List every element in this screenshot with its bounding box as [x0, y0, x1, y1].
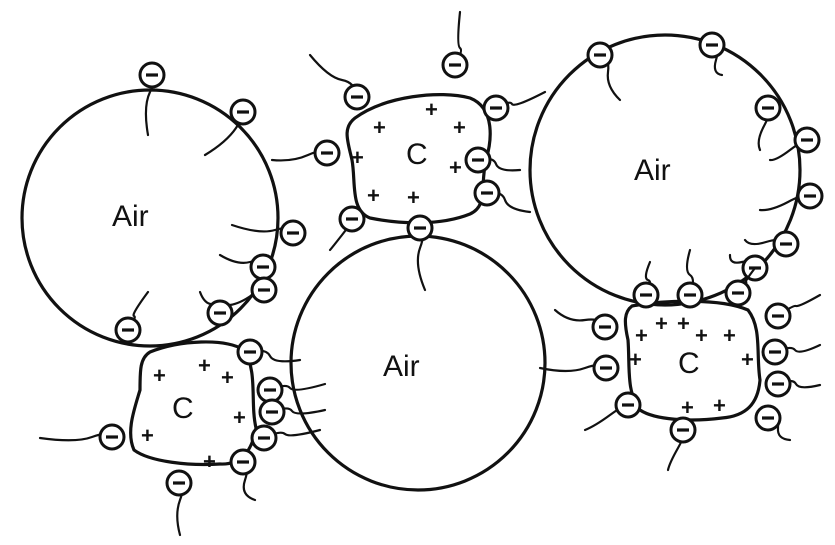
negative-ion: [555, 310, 617, 339]
negative-ion: [766, 372, 820, 396]
positive-charge: +: [629, 347, 642, 372]
positive-charge: +: [453, 115, 466, 140]
positive-charge: +: [367, 183, 380, 208]
positive-charge: +: [723, 323, 736, 348]
negative-ion: [232, 221, 305, 245]
positive-charge: +: [425, 97, 438, 122]
positive-charge: +: [221, 365, 234, 390]
negative-ion: [140, 63, 164, 135]
negative-ion: [766, 295, 820, 328]
positive-charge: +: [141, 423, 154, 448]
negative-ion: [540, 356, 618, 380]
negative-ion: [678, 250, 702, 307]
negative-ion: [760, 184, 822, 210]
positive-charge: +: [351, 145, 364, 170]
positive-charge: +: [449, 155, 462, 180]
air-bubble: [22, 90, 278, 346]
negative-ion: [668, 418, 695, 470]
air-bubble-label: Air: [112, 200, 149, 233]
positive-charge: +: [635, 323, 648, 348]
positive-charge: +: [713, 393, 726, 418]
negative-ion: [588, 43, 620, 100]
negative-ion: [443, 12, 467, 77]
positive-charge: +: [407, 185, 420, 210]
negative-ion: [634, 262, 658, 307]
negative-ion: [466, 148, 520, 172]
negative-ion: [167, 471, 191, 535]
negative-ion: [330, 207, 364, 250]
positive-charge: +: [741, 347, 754, 372]
negative-ion: [585, 393, 640, 430]
cement-particle-label: C: [172, 392, 194, 425]
negative-ion: [272, 141, 339, 165]
positive-charge: +: [655, 311, 668, 336]
negative-ion: [205, 100, 255, 155]
positive-charge: +: [681, 395, 694, 420]
positive-charge: +: [677, 311, 690, 336]
negative-ion: [230, 278, 276, 305]
negative-ion: [310, 55, 369, 109]
negative-ion: [756, 96, 780, 150]
negative-ion: [220, 255, 275, 279]
negative-ion: [700, 33, 724, 75]
negative-ion: [116, 292, 148, 342]
negative-ion: [726, 268, 755, 305]
air-bubble-label: Air: [634, 154, 671, 187]
negative-ion: [200, 292, 232, 325]
air-bubble-label: Air: [383, 350, 420, 383]
positive-charge: +: [153, 363, 166, 388]
negative-ion: [231, 450, 255, 500]
cement-particle-label: C: [406, 138, 428, 171]
negative-ion: [763, 340, 820, 364]
negative-ion: [475, 181, 530, 212]
positive-charge: +: [373, 115, 386, 140]
positive-charge: +: [203, 449, 216, 474]
positive-charge: +: [695, 323, 708, 348]
positive-charge: +: [233, 405, 246, 430]
cement-particle-label: C: [678, 347, 700, 380]
negative-ion: [484, 92, 545, 120]
negative-ion: [408, 216, 432, 290]
negative-ion: [40, 425, 124, 449]
negative-ion: [260, 400, 325, 424]
positive-charge: +: [198, 353, 211, 378]
negative-ion: [756, 406, 790, 440]
